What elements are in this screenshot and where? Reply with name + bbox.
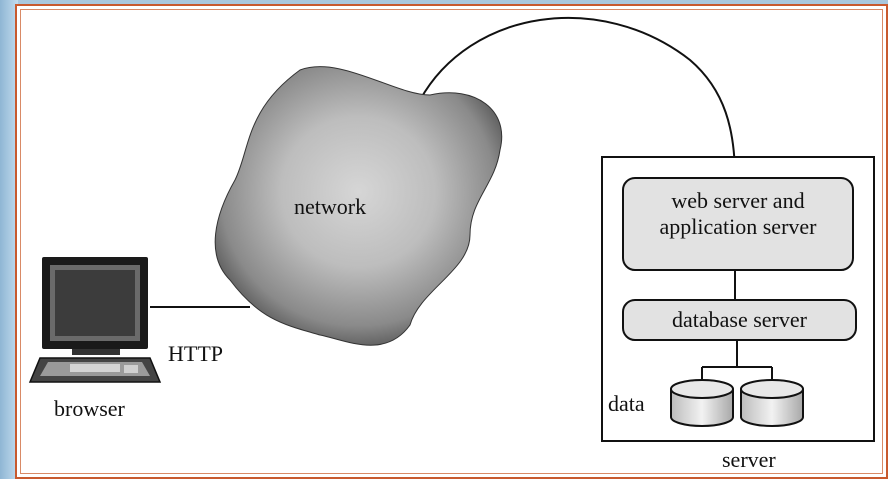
- web-app-server-box: [622, 177, 854, 271]
- network-label: network: [294, 194, 367, 219]
- protocol-label: HTTP: [168, 341, 223, 366]
- database-server-label: database server: [672, 307, 807, 332]
- computer-icon: [28, 257, 162, 383]
- database-server-box: [622, 299, 857, 341]
- disk-icon: [670, 379, 734, 427]
- network-cloud: [214, 66, 503, 346]
- disk-icon: [740, 379, 804, 427]
- network-to-server-link: [419, 16, 736, 179]
- data-label: data: [608, 391, 645, 416]
- web-app-server-label: web server and application server: [659, 188, 817, 239]
- server-label: server: [722, 447, 776, 472]
- slide-side-gradient: [0, 0, 18, 479]
- browser-label: browser: [54, 396, 125, 421]
